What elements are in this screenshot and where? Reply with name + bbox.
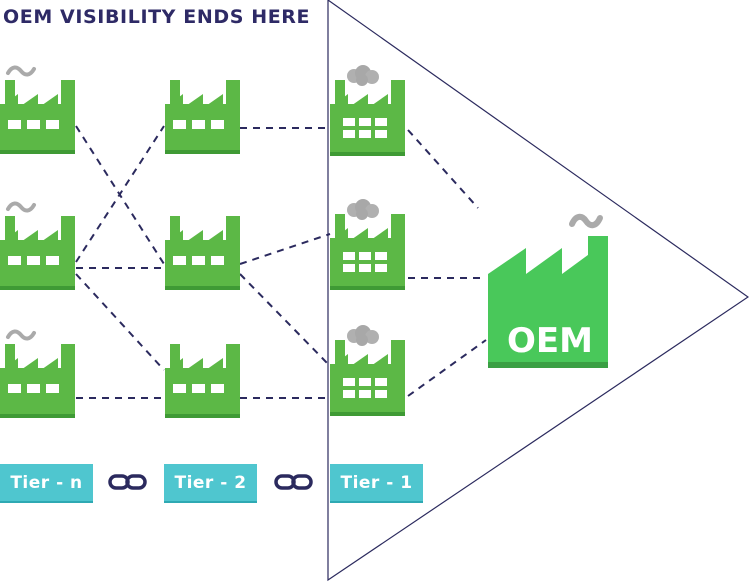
connector-line <box>407 339 487 397</box>
smoke-icon <box>6 329 36 341</box>
connector-line <box>75 125 165 263</box>
tier-2-factory <box>165 80 240 154</box>
tier-1-badge: Tier - 1 <box>330 464 423 503</box>
factory-icon <box>330 340 405 416</box>
tier-n-factory <box>0 329 75 418</box>
factory-icon <box>0 344 75 418</box>
tier-n-factory <box>0 201 75 290</box>
cloud-icon <box>347 65 379 86</box>
oem-label: OEM <box>507 321 593 361</box>
tier-2-badge: Tier - 2 <box>164 464 257 503</box>
oem-factory: OEM <box>488 213 608 368</box>
cloud-icon <box>347 325 379 346</box>
chain-link-icon <box>108 474 147 490</box>
factory-icon <box>0 80 75 154</box>
visibility-boundary <box>327 0 749 582</box>
factory-icon <box>165 80 240 154</box>
tier-2-factory <box>165 216 240 290</box>
connector-line <box>239 233 331 265</box>
factory-icon <box>165 344 240 418</box>
factory-icon <box>330 214 405 290</box>
smoke-icon <box>6 65 36 77</box>
factory-icon <box>330 80 405 156</box>
smoke-icon <box>569 213 603 229</box>
connector-line <box>407 129 479 209</box>
connector-line <box>75 273 165 371</box>
tier-2-factory <box>165 344 240 418</box>
diagram-title: OEM VISIBILITY ENDS HERE <box>3 6 311 28</box>
tier-1-factory <box>330 199 405 290</box>
cloud-icon <box>347 199 379 220</box>
tier-n-badge: Tier - n <box>0 464 93 503</box>
tier-n-factory <box>0 65 75 154</box>
factory-icon <box>0 216 75 290</box>
tier-1-factory <box>330 325 405 416</box>
tier-1-factory <box>330 65 405 156</box>
connector-line <box>239 273 331 367</box>
chain-link-icon <box>274 474 313 490</box>
connectors <box>75 125 487 399</box>
factory-icon <box>165 216 240 290</box>
smoke-icon <box>6 201 36 213</box>
